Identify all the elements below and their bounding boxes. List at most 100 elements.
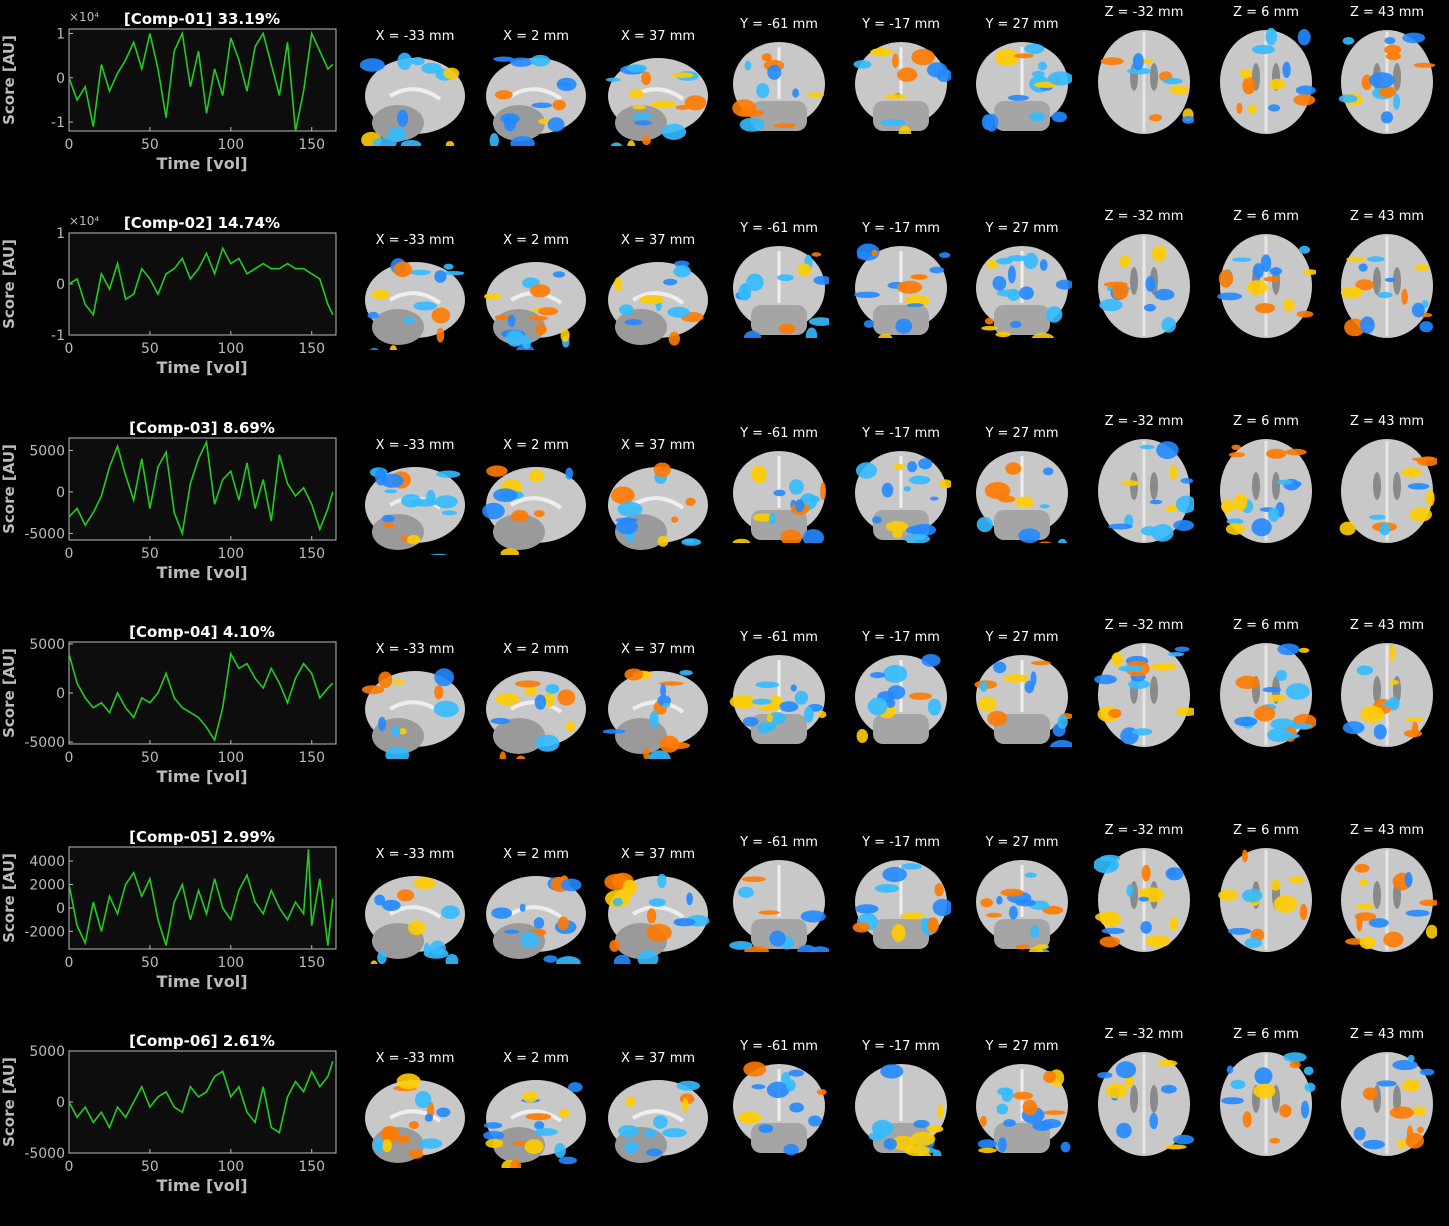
brain-slice-sag (481, 664, 591, 759)
x-tick-label: 50 (141, 546, 159, 562)
brain-slice-cor (851, 857, 951, 952)
slice-label: X = -33 mm (376, 847, 455, 862)
slice-label: Y = 27 mm (985, 426, 1058, 441)
slice-label: X = 37 mm (621, 29, 695, 44)
slice-label: Z = -32 mm (1105, 1027, 1184, 1042)
slice-label: X = 2 mm (503, 29, 569, 44)
slice-label: X = 2 mm (503, 233, 569, 248)
slice-label: Z = -32 mm (1105, 414, 1184, 429)
x-tick-label: 150 (298, 955, 325, 971)
brain-slice-ax (1094, 231, 1194, 341)
brain-slice-sag (481, 869, 591, 964)
brain-slice-ax (1094, 27, 1194, 137)
y-tick-label: -5000 (24, 1146, 65, 1162)
y-tick-label: 1 (56, 26, 65, 42)
plot-area (69, 642, 336, 744)
slice-label: Z = -32 mm (1105, 823, 1184, 838)
slice-label: X = 37 mm (621, 847, 695, 862)
y-tick-label: -5000 (24, 526, 65, 542)
slice-label: X = 2 mm (503, 438, 569, 453)
slice-label: Y = -17 mm (862, 630, 940, 645)
y-tick-label: 0 (56, 1095, 65, 1111)
chart-title: [Comp-06] 2.61% (129, 1032, 275, 1050)
brain-slice-ax (1094, 436, 1194, 546)
x-tick-label: 50 (141, 955, 159, 971)
brain-slice-sag (603, 51, 713, 146)
brain-slice-cor (972, 243, 1072, 338)
y-tick-label: -1 (51, 115, 65, 131)
brain-slice-cor (729, 652, 829, 747)
brain-slice-ax (1094, 845, 1194, 955)
y-tick-label: 5000 (29, 443, 65, 459)
chart-title: [Comp-04] 4.10% (129, 623, 275, 641)
brain-slice-sag (481, 51, 591, 146)
brain-slice-ax (1337, 1049, 1437, 1159)
slice-label: X = -33 mm (376, 233, 455, 248)
slice-label: Z = 6 mm (1233, 5, 1299, 20)
y-axis-label: Score [AU] (0, 444, 18, 534)
slice-label: Y = -17 mm (862, 221, 940, 236)
y-tick-label: -1 (51, 328, 65, 344)
brain-slice-ax (1337, 640, 1437, 750)
brain-slice-cor (851, 243, 951, 338)
x-axis-label: Time [vol] (156, 563, 247, 582)
slice-label: Z = 6 mm (1233, 414, 1299, 429)
x-tick-label: 150 (298, 1159, 325, 1175)
y-axis-label: Score [AU] (0, 1057, 18, 1147)
slice-label: X = 37 mm (621, 438, 695, 453)
slice-label: Y = -17 mm (862, 1039, 940, 1054)
slice-label: Z = 43 mm (1350, 618, 1424, 633)
brain-slice-ax (1337, 436, 1437, 546)
slice-label: X = 37 mm (621, 642, 695, 657)
slice-label: Y = -17 mm (862, 17, 940, 32)
y-tick-label: 0 (56, 901, 65, 917)
chart-title: [Comp-05] 2.99% (129, 828, 275, 846)
brain-slice-sag (360, 1073, 470, 1168)
plot-area (69, 1051, 336, 1153)
x-tick-label: 0 (65, 546, 74, 562)
y-axis-label: Score [AU] (0, 239, 18, 329)
slice-label: Y = -61 mm (740, 17, 818, 32)
chart-title: [Comp-03] 8.69% (129, 419, 275, 437)
slice-label: Y = -61 mm (740, 835, 818, 850)
slice-label: X = 37 mm (621, 1051, 695, 1066)
x-tick-label: 0 (65, 955, 74, 971)
slice-label: Z = 6 mm (1233, 823, 1299, 838)
y-tick-label: 0 (56, 277, 65, 293)
y-tick-label: 0 (56, 686, 65, 702)
y-axis-label: Score [AU] (0, 35, 18, 125)
slice-label: Y = -17 mm (862, 426, 940, 441)
plot-area (69, 233, 336, 335)
brain-slice-cor (972, 652, 1072, 747)
slice-label: Z = -32 mm (1105, 5, 1184, 20)
slice-label: X = 2 mm (503, 642, 569, 657)
axis-exponent: ×10⁴ (69, 10, 99, 24)
brain-slice-sag (360, 51, 470, 146)
slice-label: Y = 27 mm (985, 221, 1058, 236)
brain-slice-sag (603, 869, 713, 964)
brain-slice-ax (1216, 640, 1316, 750)
y-tick-label: 2000 (29, 878, 65, 894)
brain-slice-ax (1337, 27, 1437, 137)
brain-slice-sag (603, 1073, 713, 1168)
x-axis-label: Time [vol] (156, 358, 247, 377)
brain-slice-ax (1216, 1049, 1316, 1159)
x-tick-label: 50 (141, 341, 159, 357)
y-tick-label: 0 (56, 485, 65, 501)
brain-slice-cor (851, 448, 951, 543)
y-tick-label: -2000 (24, 924, 65, 940)
brain-slice-ax (1216, 231, 1316, 341)
slice-label: Y = -17 mm (862, 835, 940, 850)
slice-label: Z = -32 mm (1105, 209, 1184, 224)
x-tick-label: 150 (298, 137, 325, 153)
brain-slice-sag (603, 460, 713, 555)
brain-slice-cor (729, 1061, 829, 1156)
x-tick-label: 100 (217, 546, 244, 562)
plot-area (69, 438, 336, 540)
